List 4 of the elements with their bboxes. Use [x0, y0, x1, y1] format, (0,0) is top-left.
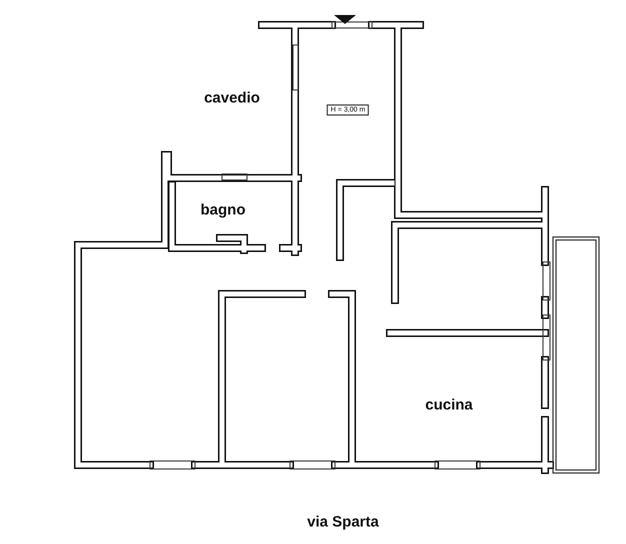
- room-label: bagno: [200, 202, 246, 218]
- street-label: via Sparta: [307, 514, 379, 530]
- room-label: cucina: [425, 396, 473, 414]
- room-label: cavedio: [204, 90, 260, 106]
